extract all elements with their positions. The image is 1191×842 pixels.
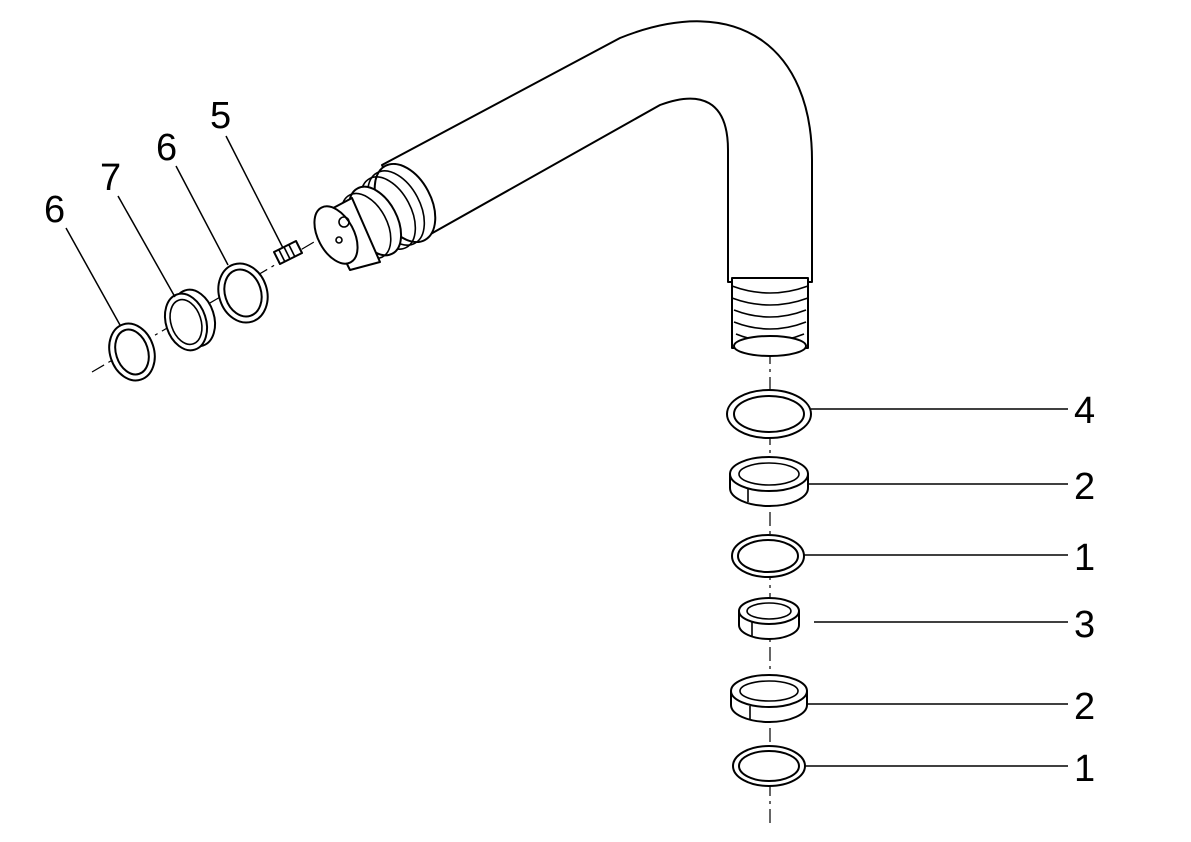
part-2-split-ring-lower [730,674,808,723]
spout-tube [313,20,813,357]
callout-1-upper: 1 [1074,537,1095,579]
leader-6a [65,227,121,326]
leader-5 [225,135,284,249]
leader-6b [175,165,229,266]
part-4-o-ring [726,389,812,439]
part-3-sleeve [738,597,800,640]
callout-7: 7 [100,157,121,199]
part-5-grub-screw [273,240,303,265]
part-7-bush [163,288,217,352]
part-1-washer-lower [732,745,806,787]
part-1-washer-upper [731,534,805,578]
spout-inlet-connector [313,162,437,271]
callout-3: 3 [1074,604,1095,646]
callout-1-lower: 1 [1074,748,1095,790]
spout-outlet-thread [731,277,809,357]
part-2-split-ring-upper [729,456,809,507]
part-6-washer-lower [108,322,156,382]
callout-4: 4 [1074,390,1095,432]
callout-2-lower: 2 [1074,686,1095,728]
callout-6-left: 6 [44,189,65,231]
leader-7 [117,195,176,298]
part-6-washer-upper [217,262,269,324]
callout-6-middle: 6 [156,127,177,169]
callout-2-upper: 2 [1074,466,1095,508]
callout-5: 5 [210,95,231,137]
